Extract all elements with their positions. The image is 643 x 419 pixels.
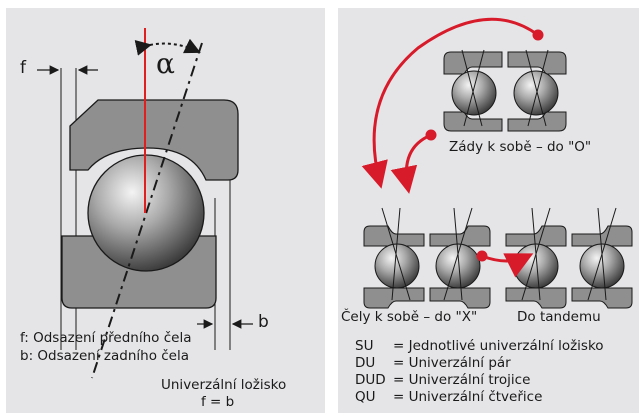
outer-ring [69,99,239,181]
legend-row: DU = Univerzální pár [355,355,511,371]
legend-code: DUD [355,372,386,388]
tandem-label: Do tandemu [517,309,601,325]
face-to-face-pair [363,207,491,309]
arrangements-diagram [361,17,633,309]
single-bearing-panel: α f b f: Odsazení předního čela b: Odsaz… [6,8,325,413]
back-to-back-label: Zády k sobě – do "O" [449,139,592,155]
legend-row: QU = Univerzální čtveřice [355,389,542,405]
rearrangement-arrows [361,17,544,278]
alpha-arc [134,38,201,56]
legend-code: SU [355,338,374,354]
legend-row: SU = Jednotlivé univerzální ložisko [355,338,604,354]
legend-row: DUD = Univerzální trojice [355,372,530,388]
single-bearing-diagram [37,28,253,379]
alpha-label: α [156,47,175,80]
legend-description: = Jednotlivé univerzální ložisko [393,338,604,354]
legend-description: = Univerzální trojice [393,372,531,388]
back-to-back-pair [443,49,567,132]
legend-code: QU [355,389,376,405]
legend-description: = Univerzální pár [393,355,511,371]
legend-description: = Univerzální čtveřice [393,389,543,405]
f-description: f: Odsazení předního čela [20,330,192,346]
b-label: b [258,312,269,332]
caption-line-2: f = b [201,394,235,410]
tandem-pair [505,207,633,309]
face-to-face-label: Čely k sobě – do "X" [341,309,478,325]
caption-line-1: Univerzální ložisko [161,377,287,393]
f-label: f [20,58,26,78]
legend-code: DU [355,355,376,371]
contact-angle-line [91,42,203,379]
bearing-arrangements-panel: Zády k sobě – do "O" Čely k sobě – do "X… [338,8,639,413]
b-description: b: Odsazení zadního čela [20,348,189,364]
